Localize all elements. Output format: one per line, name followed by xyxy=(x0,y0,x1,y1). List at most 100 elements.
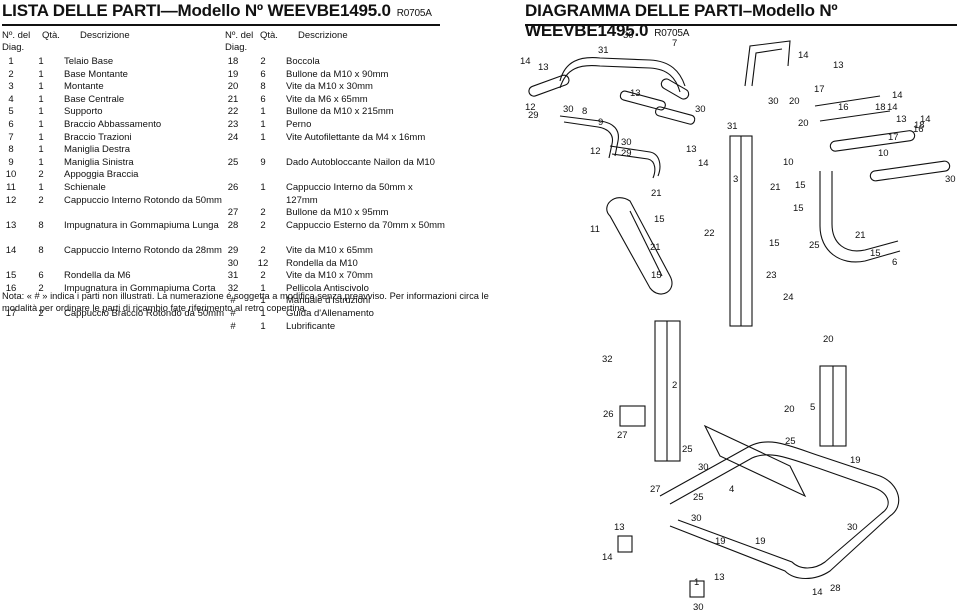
callout-label: 13 xyxy=(833,60,844,71)
part-number: # xyxy=(230,308,236,319)
part-quantity: 12 xyxy=(257,257,269,269)
part-description: Vite da M10 x 30mm xyxy=(286,81,373,93)
callout-label: 21 xyxy=(650,242,661,253)
pull-bar-handle xyxy=(528,74,570,97)
callout-label: 12 xyxy=(525,102,536,113)
callout-label: 31 xyxy=(727,121,738,132)
handle-left xyxy=(611,153,656,179)
part-quantity: 1 xyxy=(38,119,44,130)
callout-label: 10 xyxy=(783,157,794,168)
callout-label: 20 xyxy=(798,118,809,129)
part-quantity: 1 xyxy=(260,119,266,130)
part-quantity: 1 xyxy=(260,308,266,319)
callout-label: 15 xyxy=(769,238,780,249)
part-quantity: 2 xyxy=(260,245,266,256)
header-qty: Qtà. xyxy=(42,30,60,41)
callout-label: 4 xyxy=(729,484,734,495)
part-number: 11 xyxy=(6,182,16,193)
callout-label: 3 xyxy=(733,174,738,185)
callout-label: 29 xyxy=(528,110,539,121)
callout-label: 13 xyxy=(714,572,725,583)
part-quantity: 1 xyxy=(38,56,44,67)
callout-label: 25 xyxy=(809,240,820,251)
diagram-parts xyxy=(528,40,951,598)
part-number: 24 xyxy=(227,131,239,143)
callout-label: 6 xyxy=(892,257,897,268)
part-number: 3 xyxy=(8,81,14,93)
part-description: Impugnatura in Gommapiuma Corta xyxy=(64,282,216,294)
part-description: Vite da M10 x 65mm xyxy=(286,245,373,256)
callout-label: 2 xyxy=(672,380,677,391)
parts-row: 8 1 Maniglia Destra xyxy=(2,144,232,157)
part-description: Base Centrale xyxy=(64,93,125,105)
header-qty: Qtà. xyxy=(260,30,278,41)
callout-label: 12 xyxy=(590,146,601,157)
parts-list-title: LISTA DELLE PARTI—Modello Nº WEEVBE1495.… xyxy=(2,1,432,20)
part-quantity: 1 xyxy=(38,131,44,143)
header-desc: Descrizione xyxy=(80,30,130,41)
callout-label: 14 xyxy=(520,56,531,67)
handle-left xyxy=(609,145,661,177)
part-description: Impugnatura in Gommapiuma Lunga xyxy=(64,219,219,231)
part-quantity: 1 xyxy=(38,144,44,156)
part-quantity: 1 xyxy=(38,81,44,93)
callout-label: 18 xyxy=(875,102,886,113)
part-quantity: 2 xyxy=(260,219,266,231)
callout-label: 30 xyxy=(623,30,634,41)
part-description: Cappuccio Braccio Rotondo da 50mm xyxy=(64,308,225,319)
part-quantity: 2 xyxy=(260,207,266,219)
part-quantity: 6 xyxy=(260,93,266,105)
callout-label: 14 xyxy=(812,587,823,598)
part-number: 16 xyxy=(5,282,17,294)
callout-label: 24 xyxy=(783,292,794,303)
handle-grip xyxy=(619,90,666,111)
part-number: 10 xyxy=(5,169,17,181)
part-number: 2 xyxy=(8,68,14,80)
part-number: 8 xyxy=(8,144,14,156)
callout-label: 30 xyxy=(621,137,632,148)
callout-label: 25 xyxy=(682,444,693,455)
part-quantity: 1 xyxy=(38,156,44,168)
handle-grip xyxy=(654,106,696,125)
part-number: 1 xyxy=(8,56,14,67)
part-quantity: 1 xyxy=(260,182,266,193)
part-number: # xyxy=(230,295,236,307)
callout-label: 26 xyxy=(603,409,614,420)
part-quantity: 6 xyxy=(260,68,266,80)
part-description: Maniglia Destra xyxy=(64,144,130,156)
callout-label: 28 xyxy=(830,583,841,594)
part-number: 21 xyxy=(227,93,239,105)
callout-label: 13 xyxy=(630,88,641,99)
callout-label: 10 xyxy=(878,148,889,159)
part-quantity: 9 xyxy=(260,156,266,168)
part-quantity: 2 xyxy=(38,194,44,206)
callout-label: 14 xyxy=(892,90,903,101)
part-number: 13 xyxy=(5,219,17,231)
part-number: 25 xyxy=(227,156,239,168)
callout-label: 20 xyxy=(823,334,834,345)
callout-label: 30 xyxy=(768,96,779,107)
callout-label: 31 xyxy=(598,45,609,56)
callout-label: 29 xyxy=(621,148,632,159)
lever-arm xyxy=(819,171,901,263)
callout-label: 21 xyxy=(651,188,662,199)
center-base xyxy=(703,424,807,498)
callout-label: 13 xyxy=(614,522,625,533)
